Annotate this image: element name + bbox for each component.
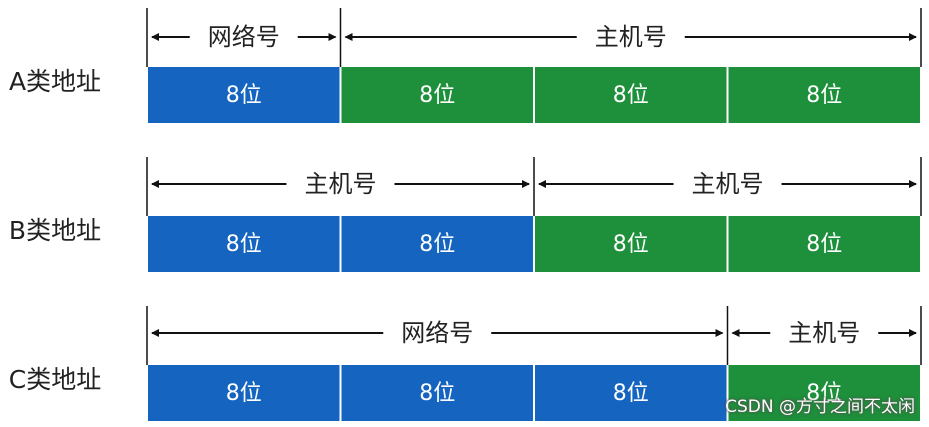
watermark: CSDN @方寸之间不太闲 bbox=[725, 397, 915, 417]
span-label: 网络号 bbox=[401, 319, 473, 347]
octet-bits-label: 8位 bbox=[613, 83, 649, 108]
octet-bits-label: 8位 bbox=[226, 232, 262, 257]
host-octet-cell bbox=[728, 365, 920, 421]
network-octet-cell bbox=[341, 365, 533, 421]
network-octet-cell bbox=[535, 365, 727, 421]
span-label: 网络号 bbox=[208, 23, 280, 51]
network-octet-cell bbox=[341, 216, 533, 272]
host-octet-cell bbox=[728, 216, 920, 272]
octet-bits-label: 8位 bbox=[806, 381, 842, 406]
octet-bits-label: 8位 bbox=[419, 381, 455, 406]
octet-bits-label: 8位 bbox=[613, 381, 649, 406]
span-label: 主机号 bbox=[595, 23, 667, 51]
span-label: 主机号 bbox=[788, 319, 860, 347]
address-class-row: B类地址 8位 8位 8位 8位 主机号 主机号 bbox=[9, 157, 922, 272]
octet-bits-label: 8位 bbox=[806, 232, 842, 257]
network-octet-cell bbox=[148, 365, 340, 421]
octet-bits-label: 8位 bbox=[226, 83, 262, 108]
octet-bits-label: 8位 bbox=[226, 381, 262, 406]
octet-bits-label: 8位 bbox=[419, 232, 455, 257]
class-label: A类地址 bbox=[9, 67, 101, 96]
class-label: B类地址 bbox=[9, 216, 101, 245]
network-octet-cell bbox=[148, 216, 340, 272]
host-octet-cell bbox=[535, 67, 727, 123]
octet-bits-label: 8位 bbox=[419, 83, 455, 108]
address-class-row: C类地址 8位 8位 8位 8位 网络号 主机号 bbox=[9, 306, 922, 421]
octet-bits-label: 8位 bbox=[806, 83, 842, 108]
octet-bits-label: 8位 bbox=[613, 232, 649, 257]
host-octet-cell bbox=[535, 216, 727, 272]
address-class-row: A类地址 8位 8位 8位 8位 网络号 主机号 bbox=[9, 8, 922, 123]
span-label: 主机号 bbox=[692, 170, 764, 198]
class-label: C类地址 bbox=[9, 365, 101, 394]
host-octet-cell bbox=[728, 67, 920, 123]
span-label: 主机号 bbox=[305, 170, 377, 198]
host-octet-cell bbox=[341, 67, 533, 123]
network-octet-cell bbox=[148, 67, 340, 123]
